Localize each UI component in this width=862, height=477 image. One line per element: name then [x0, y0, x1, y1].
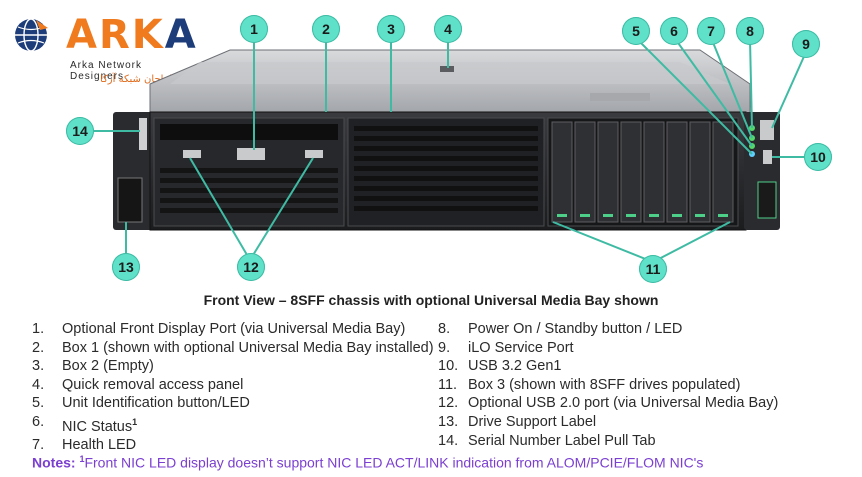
- callout-12: 12: [237, 253, 265, 281]
- arka-logo: ARKA Arka Network Designers طراحان شبکه …: [14, 8, 196, 85]
- callout-5: 5: [622, 17, 650, 45]
- usb2-port-right: [305, 150, 323, 158]
- callout-9: 9: [792, 30, 820, 58]
- legend-right: 8.Power On / Standby button / LED 9.iLO …: [438, 320, 778, 450]
- sff-drives: [551, 121, 734, 223]
- legend-item: 10.USB 3.2 Gen1: [438, 358, 562, 375]
- hpe-logo-plate: [757, 181, 777, 219]
- logo-tagline: Arka Network Designers: [70, 60, 143, 82]
- legend-item: 8.Power On / Standby button / LED: [438, 321, 683, 337]
- legend-item: 3.Box 2 (Empty): [32, 358, 154, 375]
- legend-item: 13.Drive Support Label: [438, 413, 597, 430]
- serial-number-tab: [139, 118, 147, 150]
- logo-tagline-persian: طراحان شبکه آرکا: [100, 74, 177, 85]
- logo-wordmark: ARKA: [66, 12, 198, 58]
- callout-11: 11: [639, 255, 667, 283]
- callout-4: 4: [434, 15, 462, 43]
- display-port: [237, 148, 265, 160]
- legend-item: 14.Serial Number Label Pull Tab: [438, 432, 656, 449]
- legend-item: 4.Quick removal access panel: [32, 376, 244, 393]
- legend-item: 1.Optional Front Display Port (via Unive…: [32, 321, 406, 337]
- legend-left: 1.Optional Front Display Port (via Unive…: [32, 320, 434, 455]
- callout-8: 8: [736, 17, 764, 45]
- legend-item: 11.Box 3 (shown with 8SFF drives populat…: [438, 376, 741, 393]
- callout-6: 6: [660, 17, 688, 45]
- legend-item: 5.Unit Identification button/LED: [32, 395, 250, 412]
- legend-item: 7.Health LED: [32, 437, 137, 454]
- usb3-port: [763, 150, 772, 164]
- drive-support-label: [117, 177, 143, 223]
- usb2-port-left: [183, 150, 201, 158]
- callout-10: 10: [804, 143, 832, 171]
- callout-1: 1: [240, 15, 268, 43]
- callout-7: 7: [697, 17, 725, 45]
- callout-13: 13: [112, 253, 140, 281]
- callout-2: 2: [312, 15, 340, 43]
- globe-icon: [15, 18, 48, 52]
- legend-item: 9.iLO Service Port: [438, 339, 574, 356]
- figure-caption: Front View – 8SFF chassis with optional …: [203, 292, 659, 308]
- legend-item: 12.Optional USB 2.0 port (via Universal …: [438, 395, 779, 412]
- server-front-illustration: [92, 39, 807, 263]
- legend-item: 6.NIC Status1: [32, 413, 138, 435]
- ilo-service-port: [760, 120, 774, 140]
- callout-3: 3: [377, 15, 405, 43]
- legend-item: 2.Box 1 (shown with optional Universal M…: [32, 339, 434, 356]
- callout-14: 14: [66, 117, 94, 145]
- quick-removal-panel: [440, 66, 454, 72]
- footnote: Notes: 1Front NIC LED display doesn’t su…: [32, 454, 704, 471]
